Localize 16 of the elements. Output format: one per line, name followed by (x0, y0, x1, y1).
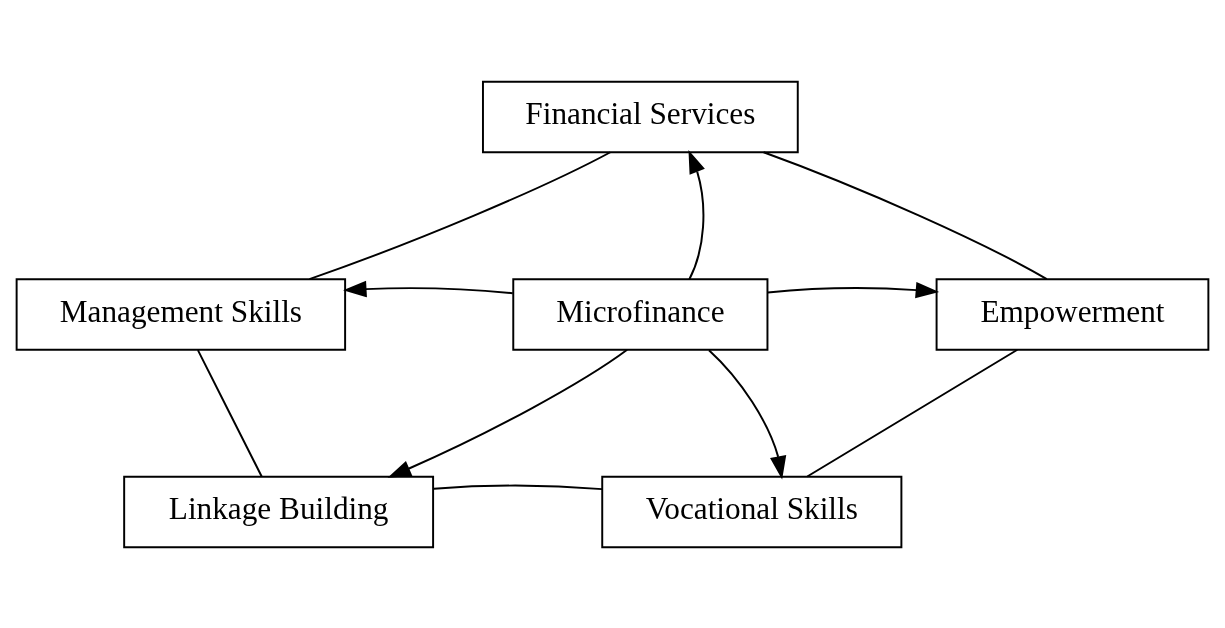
connector (196, 348, 263, 478)
connector (308, 150, 612, 280)
connector (806, 348, 1019, 477)
node-box: Linkage Building (123, 475, 435, 548)
arrow (387, 348, 629, 478)
arrow (708, 348, 787, 480)
node-box: Vocational Skills (601, 475, 903, 548)
connector (762, 150, 1048, 280)
node-box: Empowerment (935, 277, 1210, 351)
connector (432, 484, 604, 490)
arrow (343, 280, 514, 297)
arrow (688, 149, 705, 280)
arrow (766, 281, 940, 298)
node-box: Management Skills (15, 277, 347, 351)
node-box: Financial Services (481, 80, 799, 153)
node-box: Microfinance (512, 277, 769, 351)
